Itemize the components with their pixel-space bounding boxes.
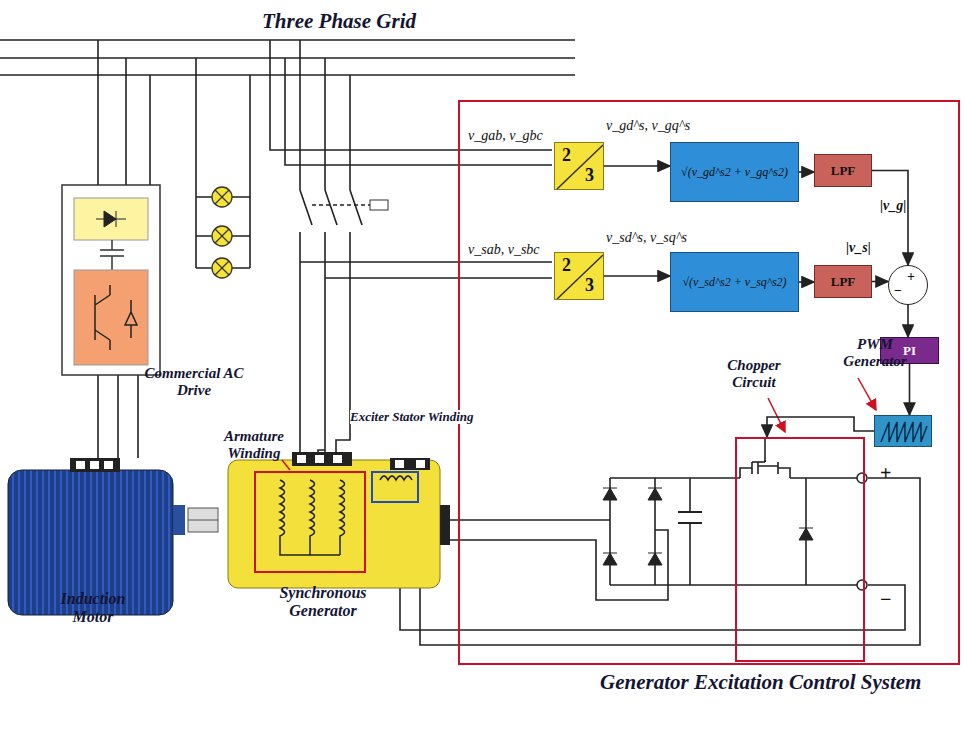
chopper-region: Chopper Circuit [735, 437, 865, 662]
node-text: 3 [585, 275, 594, 296]
label-text: Exciter Stator Winding [350, 410, 474, 424]
node-text: √(v_sd^s2 + v_sq^s2) [682, 275, 786, 290]
node-text: 2 [562, 255, 571, 276]
label-text: v_gab, v_gbc [468, 128, 543, 144]
magnitude-box: √(v_gd^s2 + v_gq^s2) [670, 142, 799, 202]
transform-box: 23 [554, 252, 604, 300]
ac-drive: Commercial AC Drive [62, 185, 160, 375]
node-text: − [894, 283, 902, 299]
control-region: Generator Excitation Control System23√(v… [458, 100, 960, 665]
filter-box: LPF [814, 154, 872, 187]
node-text: Commercial AC Drive [144, 365, 244, 398]
signal-arrow [799, 171, 814, 173]
node-text: Synchronous Generator [258, 584, 388, 619]
magnitude-box: √(v_sd^s2 + v_sq^s2) [670, 252, 799, 312]
node-text: 3 [585, 165, 594, 186]
summing-junction: +− [888, 265, 928, 305]
label-text: − [880, 588, 891, 611]
node-text: PWM Generator [833, 336, 917, 369]
pwm-generator: PWM Generator [874, 415, 932, 447]
filter-box: LPF [814, 265, 872, 298]
transform-box: 23 [554, 142, 604, 190]
label-text: |v_g| [880, 198, 906, 214]
node-text: Chopper Circuit [719, 357, 789, 390]
signal-arrow [604, 165, 670, 167]
label-text: Armature Winding [218, 428, 290, 461]
node-text: √(v_gd^s2 + v_gq^s2) [681, 165, 788, 180]
node-text: 2 [562, 145, 571, 166]
signal-arrow [909, 364, 911, 415]
signal-arrow [767, 417, 874, 437]
node-text: Generator Excitation Control System [600, 671, 921, 694]
node-text: Induction Motor [48, 590, 138, 625]
diagram-title: Three Phase Grid [262, 10, 416, 33]
label-text: |v_s| [846, 240, 871, 256]
label-text: v_sab, v_sbc [468, 242, 540, 258]
signal-arrow [799, 281, 814, 283]
signal-arrow [604, 275, 670, 277]
sawtooth-symbol [875, 416, 931, 446]
label-text: v_gd^s, v_gq^s [606, 118, 690, 134]
signal-arrow [872, 171, 908, 266]
signal-arrow [907, 305, 909, 337]
induction-motor: Induction Motor [8, 470, 173, 615]
label-text: v_sd^s, v_sq^s [606, 230, 687, 246]
node-text: LPF [831, 274, 856, 290]
node-text: + [907, 269, 915, 285]
node-text: LPF [831, 163, 856, 179]
synchronous-generator: Synchronous Generator [228, 460, 440, 588]
label-text: + [880, 462, 891, 485]
signal-arrow [872, 281, 888, 283]
